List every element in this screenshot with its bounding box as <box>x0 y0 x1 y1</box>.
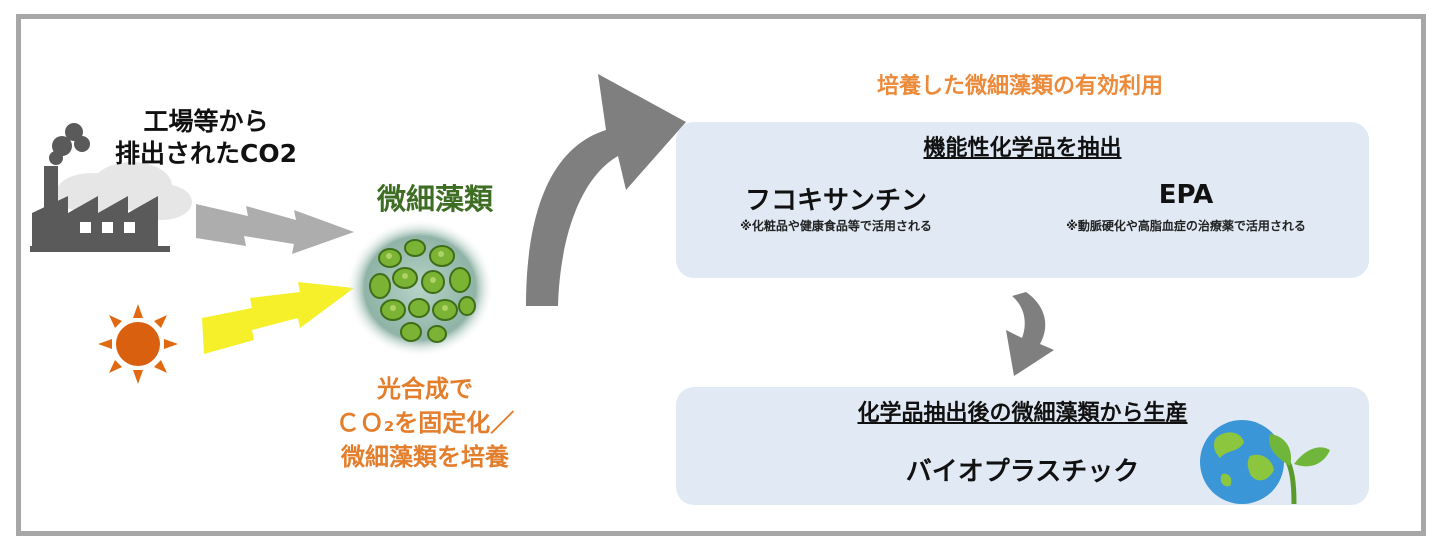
curved-down-arrow <box>1006 292 1054 376</box>
factory-label-line2: 排出されたCO2 <box>115 139 297 168</box>
algae-caption-line3: 微細藻類を培養 <box>341 443 509 471</box>
factory-label: 工場等から 排出されたCO2 <box>96 106 316 170</box>
curved-up-arrow <box>526 74 686 306</box>
product-epa-note: ※動脈硬化や高脂血症の治療薬で活用される <box>1066 219 1306 233</box>
algae-caption-line2: ＣＯ₂を固定化／ <box>335 409 515 437</box>
extraction-box: 機能性化学品を抽出 フコキサンチン ※化粧品や健康食品等で活用される EPA ※… <box>676 122 1369 278</box>
product-epa: EPA <box>1158 180 1214 210</box>
factory-label-line1: 工場等から <box>143 107 269 136</box>
production-heading: 化学品抽出後の微細藻類から生産 <box>857 401 1188 426</box>
usage-title: 培養した微細藻類の有効利用 <box>876 74 1163 99</box>
sun-icon <box>98 304 178 384</box>
sunlight-flow-arrow <box>202 282 354 354</box>
earth-sprout-icon <box>1200 420 1330 505</box>
smoke-cloud-icon <box>49 123 192 220</box>
factory-icon <box>30 123 192 252</box>
bioplastic-label: バイオプラスチック <box>905 457 1140 487</box>
product-fucoxanthin-note: ※化粧品や健康食品等で活用される <box>740 219 932 233</box>
co2-flow-arrow <box>196 204 354 254</box>
algae-title: 微細藻類 <box>376 182 493 216</box>
extraction-heading: 機能性化学品を抽出 <box>923 136 1122 161</box>
algae-caption-line1: 光合成で <box>377 375 473 403</box>
algae-image <box>346 219 494 357</box>
algae-caption: 光合成で ＣＯ₂を固定化／ 微細藻類を培養 <box>290 372 560 474</box>
product-fucoxanthin: フコキサンチン <box>744 186 927 216</box>
